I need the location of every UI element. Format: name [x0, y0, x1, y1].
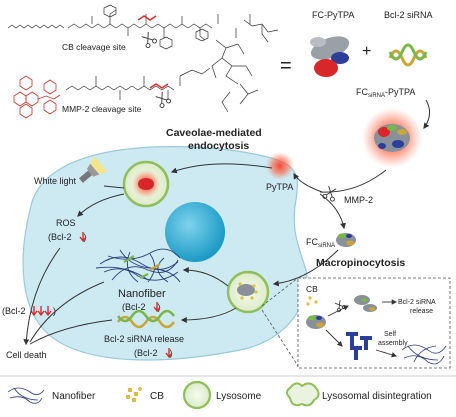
bcl2-left-label: (Bcl-2 — [2, 306, 26, 316]
bcl2-sirna-label: Bcl-2 siRNA — [384, 10, 433, 20]
inset-connector — [261, 277, 299, 367]
inset-cb-dots — [306, 296, 318, 306]
lysosome-top — [122, 160, 170, 208]
bcl2-left-paren: ) — [53, 306, 56, 316]
arrow-light-to-lysosome — [103, 185, 125, 189]
legend-nanofiber-icon — [7, 387, 45, 404]
mmp2-cleavage-label: MMP-2 cleavage site — [62, 104, 142, 114]
white-light-label: White light — [34, 176, 77, 186]
flashlight-icon — [79, 156, 108, 183]
arrow-into-cell — [170, 163, 273, 174]
inset-arrow-assembly — [375, 349, 398, 358]
legend-nanofiber-label: Nanofiber — [52, 391, 96, 402]
mmp2-site-highlight — [149, 83, 169, 89]
inset-nanofiber — [401, 344, 447, 365]
inset-monomers — [346, 332, 372, 360]
mmp2-label: MMP-2 — [344, 195, 373, 205]
inset-self-line1: Self — [384, 331, 396, 338]
pytpa-label: PyTPA — [266, 182, 293, 192]
sirna-helix-icon — [388, 43, 428, 67]
equals-sign: = — [280, 55, 292, 77]
arrow-complex-down — [319, 169, 387, 193]
nanofiber-label: Nanofiber — [118, 288, 166, 300]
lysosome-right — [226, 270, 270, 314]
down-arrow-icon — [165, 348, 173, 359]
cb-site-highlight — [137, 15, 157, 21]
caveolae-label-line1: Caveolae-mediated — [166, 127, 262, 139]
fc-sirna-pytpa-complex — [362, 108, 422, 168]
legend-disintegration-label: Lysosomal disintegration — [322, 391, 432, 402]
scissors-icon — [155, 91, 172, 109]
inset-cb-label: CB — [306, 284, 318, 294]
nanofiber-bcl2-label: (Bcl-2) — [122, 302, 161, 312]
arrow-to-complex — [423, 99, 430, 129]
pytpa-glow — [266, 152, 294, 180]
arrow-to-pytpa — [293, 172, 323, 193]
caveolae-label-line2: endocytosis — [188, 140, 249, 152]
arrow-sirna-to-death — [29, 319, 113, 345]
macropinocytosis-label: Macropinocytosis — [316, 257, 405, 269]
legend-disintegration-icon — [286, 382, 320, 407]
inset-arrow-2 — [325, 329, 343, 347]
arrow-lysosome-to-ros — [77, 193, 125, 217]
inset-arrow-1 — [327, 305, 349, 317]
ros-bcl2-label: (Bcl-2) — [48, 232, 87, 242]
arrow-nanofiber-to-death — [29, 281, 105, 343]
inset-self-line2: assembly — [378, 340, 408, 347]
legend-cb-label: CB — [150, 391, 164, 402]
legend-cb-icon — [125, 387, 142, 403]
legend-lysosome-label: Lysosome — [216, 391, 262, 402]
pytpa-structure — [13, 75, 61, 119]
inset-release-line2: release — [410, 308, 433, 315]
legend-lysosome-icon — [182, 380, 212, 410]
arrow-lysosome-to-nanofiber — [182, 267, 229, 287]
scissors-icon — [141, 31, 158, 49]
sirna-fragments — [123, 255, 161, 279]
molecule-structure — [7, 4, 279, 113]
triple-down-arrows-icon — [30, 306, 52, 317]
fc-pytpa-molecule — [310, 36, 350, 77]
fc-pytpa-label: FC-PyTPA — [312, 10, 354, 20]
scissors-icon — [322, 185, 337, 202]
cb-cleavage-label: CB cleavage site — [62, 42, 126, 52]
inset-complex — [306, 315, 326, 329]
down-arrow-icon — [79, 232, 87, 243]
fc-sirna-pytpa-label: FCsiRNA-PyTPA — [356, 87, 415, 99]
plus-sign: + — [362, 43, 371, 60]
arrow-macropinocytosis — [272, 249, 339, 287]
inset-fragments — [354, 295, 377, 312]
arrow-to-fc-sirna — [319, 193, 346, 230]
sirna-release-bcl2-label: (Bcl-2) — [134, 348, 173, 358]
ros-label: ROS — [56, 218, 76, 228]
fc-sirna-particle — [336, 233, 356, 247]
cell-death-label: Cell death — [6, 350, 47, 360]
fc-sirna-label: FCsiRNA — [306, 237, 335, 249]
arrow-lysosome-to-sirna — [180, 307, 237, 323]
arrow-ros-to-death — [23, 247, 61, 346]
down-arrow-icon — [153, 302, 161, 313]
sirna-release-helices — [116, 309, 176, 329]
nucleus — [165, 202, 225, 262]
inset-release-line1: Bcl-2 siRNA — [398, 299, 436, 306]
sirna-release-label: Bcl-2 siRNA release — [104, 334, 184, 344]
nanofiber-cluster — [95, 248, 181, 283]
